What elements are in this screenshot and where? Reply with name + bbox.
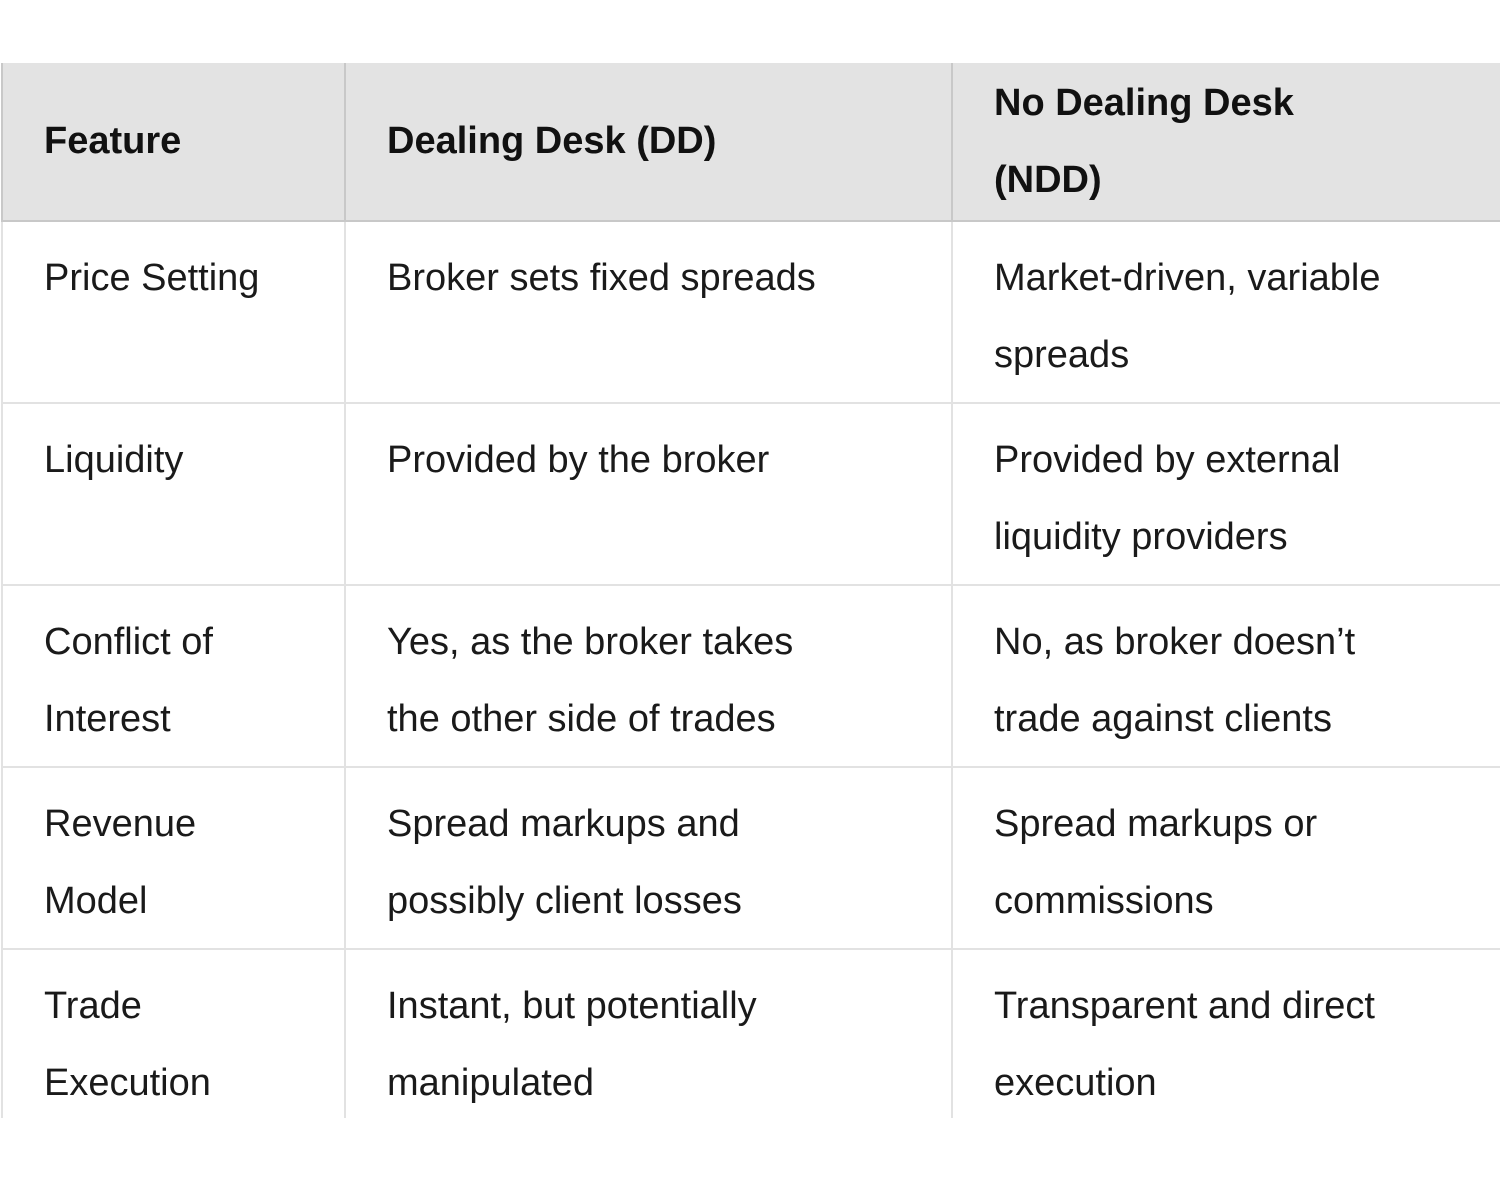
feature-cell: Liquidity [1,403,346,586]
cell-text: No, as broker doesn’t [994,621,1356,663]
cell-text: Execution [44,1062,211,1104]
dealing-desk-cell: Yes, as the broker takes the other side o… [344,585,953,768]
cell-text: Instant, but potentially [387,985,757,1027]
cell-text: Interest [44,698,171,740]
cell-text: Revenue [44,803,197,845]
cell-text: execution [994,1062,1157,1104]
header-dealing-desk: Dealing Desk (DD) [344,63,953,222]
cell-text: manipulated [387,1062,595,1104]
cell-text: Price Setting [44,257,260,299]
header-text: No Dealing Desk [994,81,1294,124]
table-row: Liquidity Provided by the broker Provided … [1,403,1500,586]
cell-text: Yes, as the broker takes [387,621,794,663]
cell-text: Provided by external [994,439,1341,481]
dealing-desk-cell: Spread markups and possibly client losses [344,767,953,950]
no-dealing-desk-cell: Provided by external liquidity providers [951,403,1500,586]
cell-text: trade against clients [994,698,1332,740]
cell-text: commissions [994,880,1214,922]
cell-text: Provided by the broker [387,439,770,481]
cell-text: Spread markups or [994,803,1318,845]
dealing-desk-cell: Broker sets fixed spreads [344,220,953,404]
no-dealing-desk-cell: Transparent and direct execution [951,949,1500,1118]
cell-text: the other side of trades [387,698,776,740]
header-no-dealing-desk: No Dealing Desk (NDD) [951,63,1500,222]
no-dealing-desk-cell: No, as broker doesn’t trade against clien… [951,585,1500,768]
cell-text: Trade [44,985,142,1027]
header-feature: Feature [1,63,346,222]
cell-text: spreads [994,334,1130,376]
header-row: Feature Dealing Desk (DD) No Dealing Des… [1,63,1500,222]
cell-text: Conflict of [44,621,213,663]
cell-text: Liquidity [44,439,184,481]
header-text: (NDD) [994,158,1102,201]
dealing-desk-cell: Instant, but potentially manipulated [344,949,953,1118]
header-text: Feature [44,120,182,162]
no-dealing-desk-cell: Spread markups or commissions [951,767,1500,950]
no-dealing-desk-cell: Market-driven, variable spreads [951,220,1500,404]
cell-text: Spread markups and [387,803,740,845]
table-row: Price Setting Broker sets fixed spreads Ma… [1,220,1500,404]
cell-text: possibly client losses [387,880,742,922]
cell-text: Model [44,880,148,922]
cell-text: Market-driven, variable [994,257,1381,299]
cell-text: Transparent and direct [994,985,1375,1027]
feature-cell: Conflict of Interest [1,585,346,768]
comparison-table-container: Feature Dealing Desk (DD) No Dealing Des… [0,63,1500,1118]
feature-cell: Price Setting [1,220,346,404]
table-row: Conflict of Interest Yes, as the broker ta… [1,585,1500,768]
dealing-desk-cell: Provided by the broker [344,403,953,586]
cell-text: Broker sets fixed spreads [387,257,816,299]
cell-text: liquidity providers [994,516,1288,558]
comparison-table: Feature Dealing Desk (DD) No Dealing Des… [1,63,1500,1118]
header-text: Dealing Desk (DD) [387,120,717,162]
